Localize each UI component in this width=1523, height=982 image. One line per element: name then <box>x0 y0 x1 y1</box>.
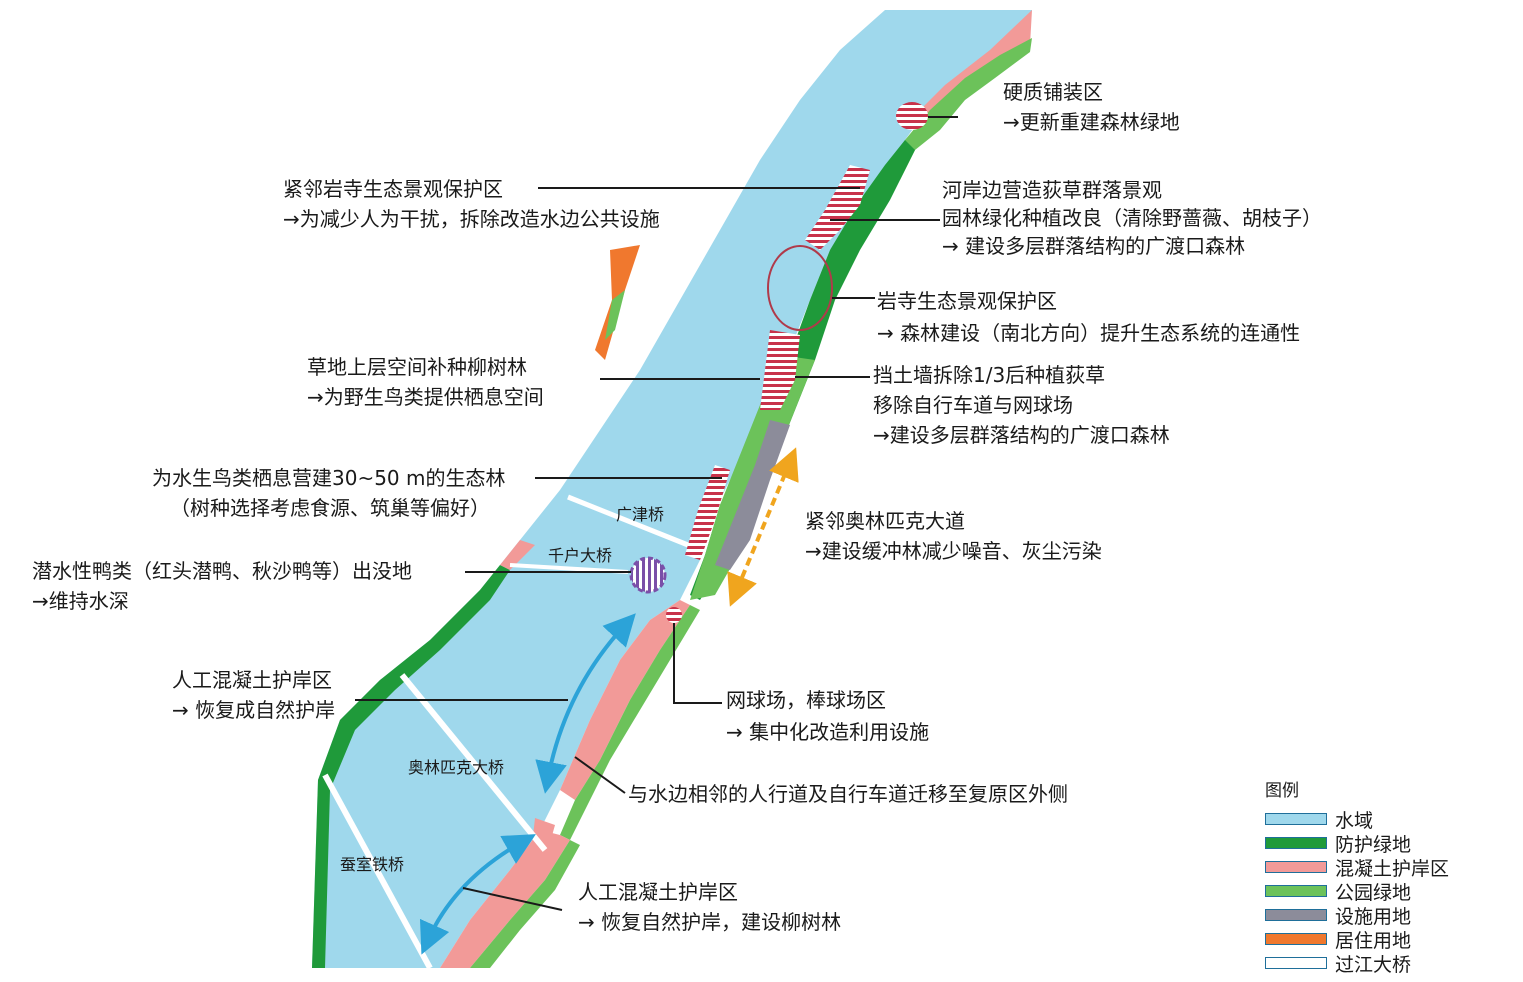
annotation-line: → 集中化改造利用设施 <box>726 720 930 744</box>
annotation-line: →建设多层群落结构的广渡口森林 <box>873 423 1170 447</box>
annotation-concrete-2: 人工混凝土护岸区 → 恢复自然护岸，建设柳树林 <box>578 877 841 937</box>
legend-swatch <box>1265 909 1327 921</box>
right-bank-green-top <box>885 38 1032 180</box>
legend-label: 居住用地 <box>1335 929 1412 952</box>
annotation-olympic-road: 紧邻奥林匹克大道 →建设缓冲林减少噪音、灰尘污染 <box>805 506 1102 566</box>
left-bank-concrete <box>500 540 535 570</box>
annotation-line: 网球场，棒球场区 <box>726 688 886 712</box>
bridge-olympic-line <box>399 673 548 852</box>
legend-label: 过江大桥 <box>1335 953 1412 976</box>
annotation-concrete-1: 人工混凝土护岸区 → 恢复成自然护岸 <box>172 665 335 725</box>
annotation-line: → 恢复自然护岸，建设柳树林 <box>578 910 842 934</box>
left-residential-green <box>605 290 625 340</box>
legend-swatch <box>1265 813 1327 825</box>
annotation-line: 岩寺生态景观保护区 <box>877 289 1057 313</box>
legend: 图例 水域防护绿地混凝土护岸区公园绿地设施用地居住用地过江大桥 <box>1265 776 1495 976</box>
legend-item: 水域 <box>1265 807 1495 832</box>
legend-item: 混凝土护岸区 <box>1265 855 1495 880</box>
annotation-line: →更新重建森林绿地 <box>1003 110 1180 134</box>
annotation-tennis: 网球场，棒球场区 → 集中化改造利用设施 <box>726 684 929 748</box>
annotation-line: 移除自行车道与网球场 <box>873 393 1073 417</box>
annotation-line: →维持水深 <box>32 589 129 613</box>
annotation-willow: 草地上层空间补种柳树林 →为野生鸟类提供栖息空间 <box>307 352 544 412</box>
annotation-diving-ducks: 潜水性鸭类（红头潜鸭、秋沙鸭等）出没地 →维持水深 <box>32 556 412 616</box>
right-bank-concrete-top <box>915 10 1032 125</box>
legend-swatch <box>1265 861 1327 873</box>
annotation-line: 紧邻奥林匹克大道 <box>805 509 965 533</box>
annotation-line: 硬质铺装区 <box>1003 80 1103 104</box>
annotation-line: → 建设多层群落结构的广渡口森林 <box>942 234 1246 258</box>
annotation-temple-adjacent: 紧邻岩寺生态景观保护区 →为减少人为干扰，拆除改造水边公共设施 <box>283 174 660 234</box>
annotation-line: 人工混凝土护岸区 <box>578 880 738 904</box>
annotation-line: 人工混凝土护岸区 <box>172 668 332 692</box>
river-water <box>312 10 1032 968</box>
annotation-line: 河岸边营造荻草群落景观 <box>942 178 1162 202</box>
legend-label: 水域 <box>1335 809 1374 832</box>
legend-swatch <box>1265 885 1327 897</box>
annotation-line: 潜水性鸭类（红头潜鸭、秋沙鸭等）出没地 <box>32 559 412 583</box>
annotation-retaining-wall: 挡土墙拆除1/3后种植荻草 移除自行车道与网球场 →建设多层群落结构的广渡口森林 <box>873 360 1170 450</box>
annotation-line: 挡土墙拆除1/3后种植荻草 <box>873 363 1106 387</box>
legend-swatch <box>1265 933 1327 945</box>
diving-ducks-marker <box>629 556 667 594</box>
bridge-label-cheonho: 千户大桥 <box>548 546 613 565</box>
blue-arrow-upper <box>535 613 636 794</box>
annotation-line: 园林绿化种植改良（清除野蔷薇、胡枝子） <box>942 206 1322 230</box>
annotation-line: → 森林建设（南北方向）提升生态系统的连通性 <box>877 321 1301 345</box>
leader-lines <box>355 116 958 911</box>
legend-label: 设施用地 <box>1335 905 1412 928</box>
bridge-cheonho-line <box>509 563 629 574</box>
annotation-riverbank-reed: 河岸边营造荻草群落景观 园林绿化种植改良（清除野蔷薇、胡枝子） → 建设多层群落… <box>942 176 1322 260</box>
zone-willow <box>760 330 800 410</box>
bridge-jamsil-line <box>322 773 433 970</box>
legend-label: 公园绿地 <box>1335 881 1412 904</box>
annotation-line: →为野生鸟类提供栖息空间 <box>307 385 544 409</box>
legend-label: 防护绿地 <box>1335 833 1412 856</box>
annotation-line: 与水边相邻的人行道及自行车道迁移至复原区外侧 <box>628 782 1068 806</box>
legend-swatch <box>1265 957 1327 969</box>
legend-item: 居住用地 <box>1265 927 1495 952</box>
temple-reserve-outline <box>767 245 833 331</box>
zone-tennis <box>666 607 682 623</box>
annotation-waterbird-forest: 为水生鸟类栖息营建30~50 m的生态林 （树种选择考虑食源、筑巢等偏好） <box>152 463 506 523</box>
annotation-line: 为水生鸟类栖息营建30~50 m的生态林 <box>152 466 506 490</box>
legend-item: 防护绿地 <box>1265 831 1495 856</box>
annotation-line: 草地上层空间补种柳树林 <box>307 355 527 379</box>
zone-hard-paving <box>896 102 928 130</box>
annotation-line: 紧邻岩寺生态景观保护区 <box>283 177 503 201</box>
legend-swatch <box>1265 837 1327 849</box>
legend-item: 公园绿地 <box>1265 879 1495 904</box>
annotation-line: → 恢复成自然护岸 <box>172 698 336 722</box>
legend-title: 图例 <box>1265 781 1299 801</box>
annotation-line: （树种选择考虑食源、筑巢等偏好） <box>170 496 490 520</box>
legend-label: 混凝土护岸区 <box>1335 857 1450 880</box>
bridge-label-gwangjin: 广津桥 <box>616 505 665 524</box>
legend-item: 过江大桥 <box>1265 951 1495 976</box>
legend-items: 水域防护绿地混凝土护岸区公园绿地设施用地居住用地过江大桥 <box>1265 807 1495 976</box>
orange-buffer-arrow <box>727 447 799 607</box>
zone-waterbird <box>685 465 730 560</box>
annotation-hard-paving: 硬质铺装区 →更新重建森林绿地 <box>1003 77 1180 137</box>
legend-item: 设施用地 <box>1265 903 1495 928</box>
bridge-gwangjin-line <box>567 494 689 548</box>
bridge-label-jamsil: 蚕室铁桥 <box>340 855 405 874</box>
annotation-line: →建设缓冲林减少噪音、灰尘污染 <box>805 539 1102 563</box>
blue-arrow-lower <box>419 834 536 955</box>
annotation-sidewalk: 与水边相邻的人行道及自行车道迁移至复原区外侧 <box>628 779 1068 809</box>
annotation-line: →为减少人为干扰，拆除改造水边公共设施 <box>283 207 660 231</box>
zone-temple-adjacent <box>805 165 870 250</box>
bridge-label-olympic: 奥林匹克大桥 <box>408 758 505 777</box>
annotation-temple-reserve: 岩寺生态景观保护区 → 森林建设（南北方向）提升生态系统的连通性 <box>877 285 1300 349</box>
